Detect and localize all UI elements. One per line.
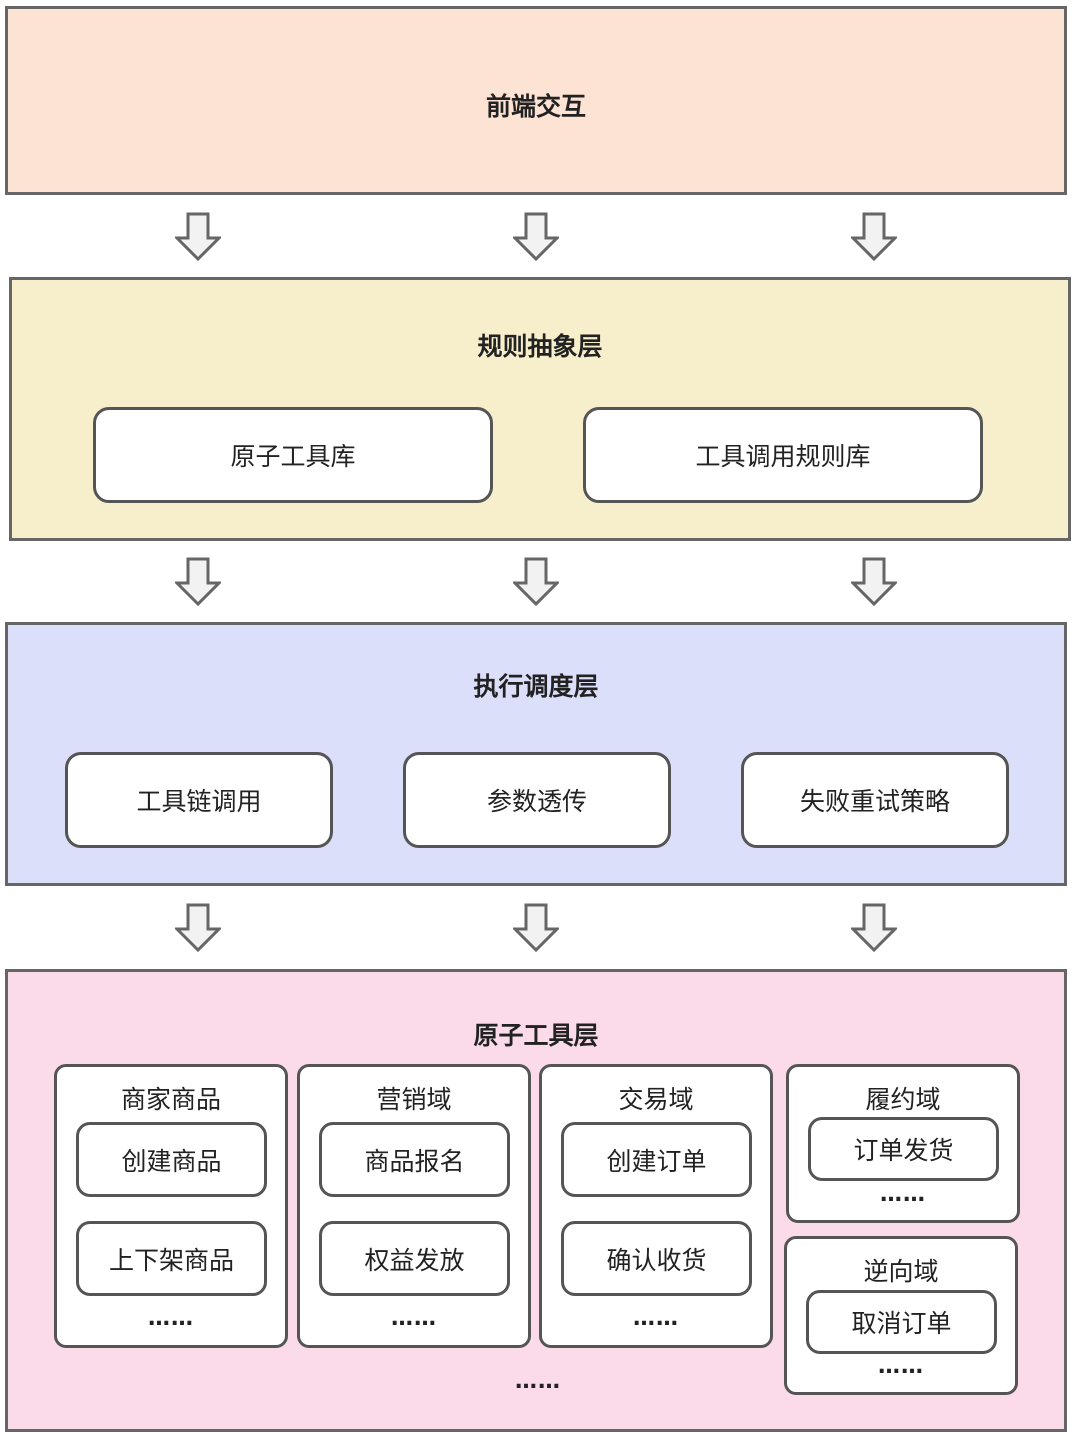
param-passthrough-box: 参数透传 [403,752,671,848]
down-arrow-icon [175,557,221,607]
item-goods-signup: 商品报名 [319,1122,510,1197]
retry-strategy-box: 失败重试策略 [741,752,1009,848]
ellipsis: …… [148,1306,194,1331]
tool-chain-call-box: 工具链调用 [65,752,333,848]
atomic-tool-layer: 原子工具层 商家商品 创建商品 上下架商品 …… 营销域 商品报名 权益发放 …… [5,969,1067,1432]
frontend-layer-title: 前端交互 [485,92,586,121]
item-cancel-order: 取消订单 [806,1290,997,1354]
item-order-ship: 订单发货 [808,1117,999,1181]
layer-ellipsis: …… [515,1369,561,1394]
ellipsis: …… [880,1182,926,1207]
down-arrow-icon [851,903,897,953]
ellipsis: …… [633,1306,679,1331]
item-benefit-issue: 权益发放 [319,1221,510,1296]
item-list-delist-goods: 上下架商品 [76,1221,267,1296]
domain-marketing: 营销域 商品报名 权益发放 …… [297,1064,531,1348]
atomic-layer-title: 原子工具层 [473,1021,599,1050]
rule-abstraction-layer: 规则抽象层 原子工具库 工具调用规则库 [9,277,1071,541]
domain-merchant-goods: 商家商品 创建商品 上下架商品 …… [54,1064,288,1348]
item-confirm-receipt: 确认收货 [561,1221,752,1296]
domain-fulfillment: 履约域 订单发货 …… [786,1064,1020,1223]
ellipsis: …… [878,1354,924,1379]
down-arrow-icon [851,557,897,607]
down-arrow-icon [513,212,559,262]
ellipsis: …… [391,1306,437,1331]
domain-title: 营销域 [376,1085,452,1114]
domain-title: 交易域 [618,1085,694,1114]
down-arrow-icon [513,557,559,607]
item-create-order: 创建订单 [561,1122,752,1197]
rule-layer-title: 规则抽象层 [477,332,603,361]
tool-call-rule-library-box: 工具调用规则库 [583,407,983,503]
domain-title: 逆向域 [863,1257,939,1286]
down-arrow-icon [513,903,559,953]
frontend-layer: 前端交互 [5,6,1067,195]
domain-reverse: 逆向域 取消订单 …… [784,1236,1018,1395]
down-arrow-icon [851,212,897,262]
atomic-tool-library-box: 原子工具库 [93,407,493,503]
domain-title: 履约域 [865,1085,941,1114]
execution-scheduling-layer: 执行调度层 工具链调用 参数透传 失败重试策略 [5,622,1067,886]
exec-layer-title: 执行调度层 [473,672,599,701]
down-arrow-icon [175,212,221,262]
item-create-goods: 创建商品 [76,1122,267,1197]
domain-title: 商家商品 [120,1085,221,1114]
down-arrow-icon [175,903,221,953]
domain-trade: 交易域 创建订单 确认收货 …… [539,1064,773,1348]
